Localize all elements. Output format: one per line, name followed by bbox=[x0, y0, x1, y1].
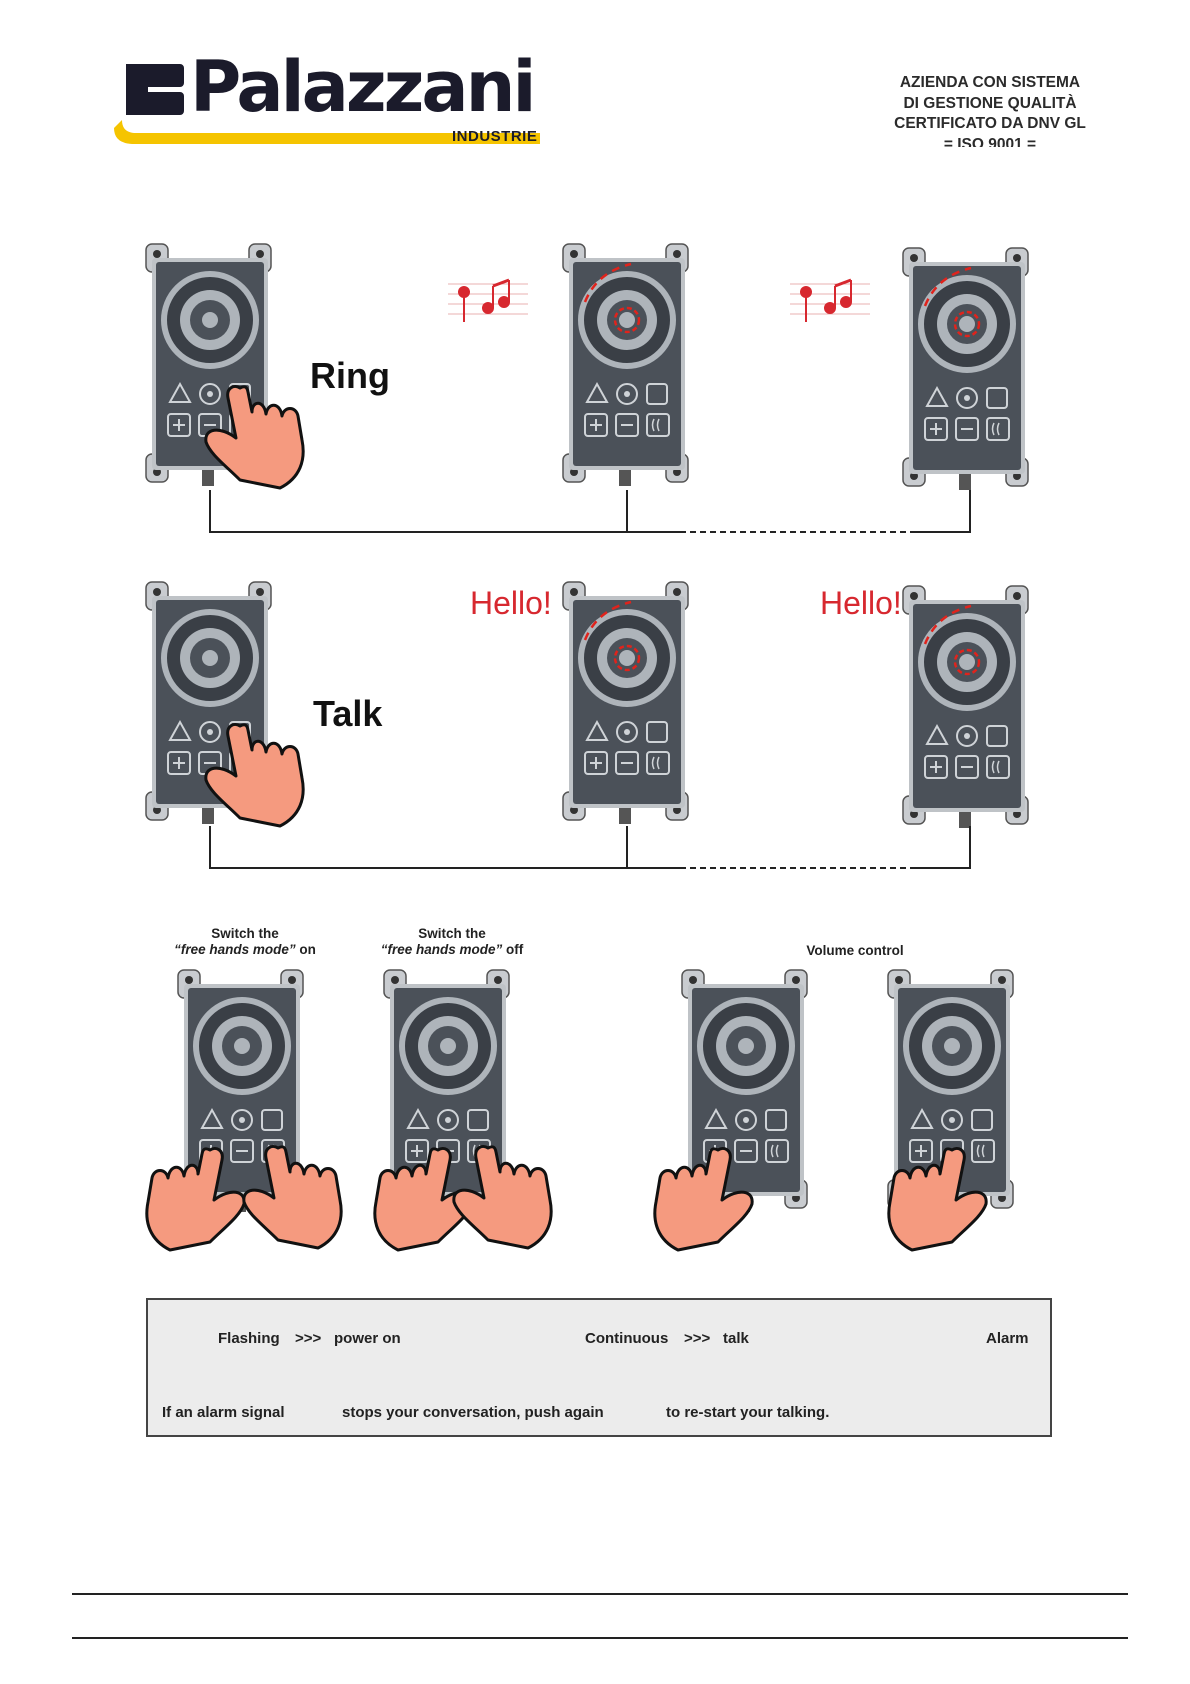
cert-line: = ISO 9001 = bbox=[943, 135, 1037, 148]
logo-subtitle: INDUSTRIE bbox=[452, 128, 538, 145]
logo-swoosh-icon bbox=[114, 64, 540, 144]
free-hands-off-caption: Switch the “free hands mode” off bbox=[367, 926, 537, 958]
hello-label: Hello! bbox=[470, 585, 552, 621]
ring-row bbox=[146, 244, 1028, 534]
legend-alarm: Alarm bbox=[986, 1330, 1029, 1347]
caption-suffix: off bbox=[502, 942, 524, 957]
talk-label: Talk bbox=[313, 693, 383, 734]
legend-note-end: to re-start your talking. bbox=[666, 1404, 830, 1421]
legend-box: Flashing >>> power on Continuous >>> tal… bbox=[146, 1298, 1052, 1437]
music-note-icon bbox=[788, 278, 872, 324]
hello-label: Hello! bbox=[820, 585, 902, 621]
caption-line: Switch the bbox=[418, 926, 486, 941]
intercom-unit-icon bbox=[903, 248, 1028, 490]
intercom-unit-icon bbox=[563, 244, 688, 486]
legend-arrow: >>> bbox=[684, 1330, 711, 1347]
ring-label: Ring bbox=[310, 355, 390, 396]
legend-note-start: If an alarm signal bbox=[162, 1404, 285, 1421]
logo-wordmark: Palazzani bbox=[190, 46, 536, 128]
caption-line: “free hands mode” off bbox=[367, 942, 537, 958]
legend-talk: talk bbox=[723, 1330, 749, 1347]
quality-certification: AZIENDA CON SISTEMA DI GESTIONE QUALITÀ … bbox=[860, 73, 1120, 147]
caption-line: Switch the bbox=[211, 926, 279, 941]
company-logo: Palazzani INDUSTRIE bbox=[112, 52, 552, 153]
intercom-unit-icon bbox=[903, 586, 1028, 828]
music-note-icon bbox=[446, 278, 530, 324]
free-hands-on-caption: Switch the “free hands mode” on bbox=[160, 926, 330, 958]
volume-control-caption: Volume control bbox=[806, 943, 904, 958]
modes-row bbox=[145, 970, 1013, 1252]
cert-line: DI GESTIONE QUALITÀ bbox=[903, 94, 1077, 112]
legend-flashing: Flashing bbox=[218, 1330, 280, 1347]
caption-emphasis: “free hands mode” bbox=[174, 942, 296, 957]
talk-row bbox=[146, 582, 1028, 870]
legend-continuous: Continuous bbox=[585, 1330, 669, 1347]
legend-arrow: >>> bbox=[295, 1330, 322, 1347]
legend-power-on: power on bbox=[334, 1330, 401, 1347]
legend-note-middle: stops your conversation, push again bbox=[342, 1404, 604, 1421]
caption-suffix: on bbox=[295, 942, 316, 957]
caption-emphasis: “free hands mode” bbox=[380, 942, 503, 957]
intercom-unit-icon bbox=[563, 582, 688, 824]
caption-line: “free hands mode” on bbox=[160, 942, 330, 958]
footer-rule-top bbox=[72, 1593, 1128, 1595]
cert-line: AZIENDA CON SISTEMA bbox=[899, 74, 1081, 91]
cert-line: CERTIFICATO DA DNV GL bbox=[894, 115, 1086, 132]
footer-rule-bottom bbox=[72, 1637, 1128, 1639]
